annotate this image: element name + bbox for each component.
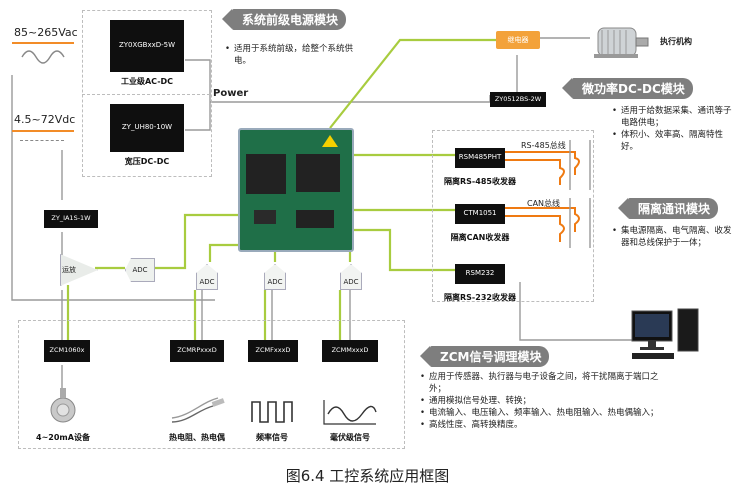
zcm-chip-4: ZCMMxxxD	[322, 340, 378, 362]
rs485-bus-label: RS-485总线	[521, 141, 566, 150]
isolation-bullet: 集电源隔离、电气隔离、收发器和总线保护于一体；	[612, 226, 734, 250]
ac-input-label: 85~265Vac	[14, 26, 78, 39]
isolation-module-box	[432, 130, 594, 302]
zcm-bullet: 通用模拟信号处理、转换；	[420, 396, 666, 408]
figure-caption: 图6.4 工控系统应用框图	[285, 467, 450, 485]
sine-wave-icon	[21, 50, 65, 64]
micro-dcdc-bullets: 适用于给数据采集、通讯等子电路供电； 体积小、效率高、隔离特性好。	[612, 106, 734, 154]
zcm-bullets: 应用于传感器、执行器与电子设备之间，将干扰隔离于端口之外； 通用模拟信号处理、转…	[420, 372, 666, 431]
adc-2: ADC	[264, 264, 286, 290]
rs485-bus-posts	[569, 140, 591, 190]
motor-icon	[594, 27, 649, 58]
micro-dcdc-bullet: 体积小、效率高、隔离特性好。	[612, 130, 734, 154]
adc-2-label: ADC	[267, 278, 283, 286]
sensor-label-3: 频率信号	[256, 433, 288, 442]
ac-dc-module-label: 工业级AC-DC	[120, 77, 174, 86]
memory-chip	[296, 154, 340, 192]
micro-dcdc-bullet: 适用于给数据采集、通讯等子电路供电；	[612, 106, 734, 130]
zcm-bullet: 电流输入、电压输入、频率输入、热电阻输入、热电偶输入；	[420, 408, 666, 420]
rs232-chip: RSM232	[455, 264, 505, 284]
power-line-ac	[185, 59, 211, 102]
power-bus-label: Power	[213, 88, 249, 99]
actuator-label: 执行机构	[660, 37, 692, 46]
adc-3-label: ADC	[343, 278, 359, 286]
mcu-core-board	[238, 128, 354, 252]
power-line-top	[210, 95, 491, 103]
zcm-bullet: 应用于传感器、执行器与电子设备之间，将干扰隔离于端口之外；	[420, 372, 666, 396]
small-chip	[254, 210, 276, 224]
left-dcdc-chip: ZY_IA1S-1W	[44, 210, 98, 228]
zcm-bullet: 高线性度、高转换精度。	[420, 420, 666, 432]
adc-down-lines	[201, 290, 351, 340]
power-module-box	[82, 10, 212, 177]
mcu-to-rs232	[350, 228, 455, 272]
dc-input-line	[12, 130, 74, 132]
rs485-label: 隔离RS-485收发器	[444, 177, 516, 186]
zcm-module-box	[18, 320, 405, 449]
power-line-dc	[185, 102, 211, 131]
rs485-bus-wire	[505, 151, 580, 185]
square-wave-icon	[251, 401, 293, 423]
can-bus-posts	[569, 198, 591, 248]
adc1-to-mcu	[208, 243, 245, 262]
zcm-chip-1: ZCM1060x	[44, 340, 90, 362]
mcu-to-relay	[329, 38, 496, 129]
can-bus-wire	[505, 207, 580, 242]
power-module-divider	[82, 94, 210, 95]
flash-chip	[296, 210, 334, 228]
power-bullet: 适用于系统前级，给整个系统供电。	[225, 44, 365, 68]
dc-dc-module-chip: ZY_UH80-10W	[110, 104, 184, 152]
micro-dcdc-section-title: 微功率DC-DC模块	[562, 78, 693, 99]
dc-input-label: 4.5~72Vdc	[14, 113, 76, 126]
current-loop-sensor-icon	[50, 388, 76, 423]
power-bullets: 适用于系统前级，给整个系统供电。	[225, 44, 365, 68]
zcm-chip-2: ZCMRPxxxD	[170, 340, 224, 362]
zcm-chip-3: ZCMFxxxD	[248, 340, 298, 362]
power-bus-line	[11, 75, 215, 301]
millivolt-wave-icon	[323, 400, 377, 425]
left-adc-label: ADC	[132, 266, 148, 274]
left-adc: ADC	[125, 258, 155, 282]
dc-dc-module-label: 宽压DC-DC	[124, 157, 170, 166]
thermocouple-icon	[171, 397, 225, 423]
mcu-chip	[246, 154, 286, 194]
power-section-title: 系统前级电源模块	[221, 9, 347, 30]
dc-input-line-2	[20, 140, 64, 141]
ac-input-line	[12, 42, 74, 44]
micro-dcdc-chip: ZY0512BS-2W	[490, 92, 546, 107]
adc-1-label: ADC	[199, 278, 215, 286]
can-chip: CTM1051	[455, 204, 505, 224]
isolation-section-title: 隔离通讯模块	[617, 198, 719, 219]
adc-to-mcu	[150, 213, 238, 270]
logo-triangle-icon	[322, 135, 338, 147]
zcm-section-title: ZCM信号调理模块	[419, 346, 550, 367]
isolation-bullets: 集电源隔离、电气隔离、收发器和总线保护于一体；	[612, 226, 734, 250]
can-label: 隔离CAN收发器	[450, 233, 510, 242]
opamp-label: 运放	[62, 266, 76, 274]
sensor-label-4: 毫伏级信号	[330, 433, 370, 442]
ac-dc-module-chip: ZY0XGBxxD-5W	[110, 20, 184, 72]
adc-1: ADC	[196, 264, 218, 290]
can-bus-label: CAN总线	[527, 199, 561, 208]
adc-3: ADC	[340, 264, 362, 290]
computer-icon	[631, 308, 699, 359]
sensor-label-2: 热电阻、热电偶	[169, 433, 225, 442]
rs485-chip: RSM485PHT	[455, 148, 505, 168]
rs232-label: 隔离RS-232收发器	[444, 293, 516, 302]
sensor-label-1: 4~20mA设备	[36, 433, 90, 442]
relay-box: 继电器	[496, 31, 540, 49]
